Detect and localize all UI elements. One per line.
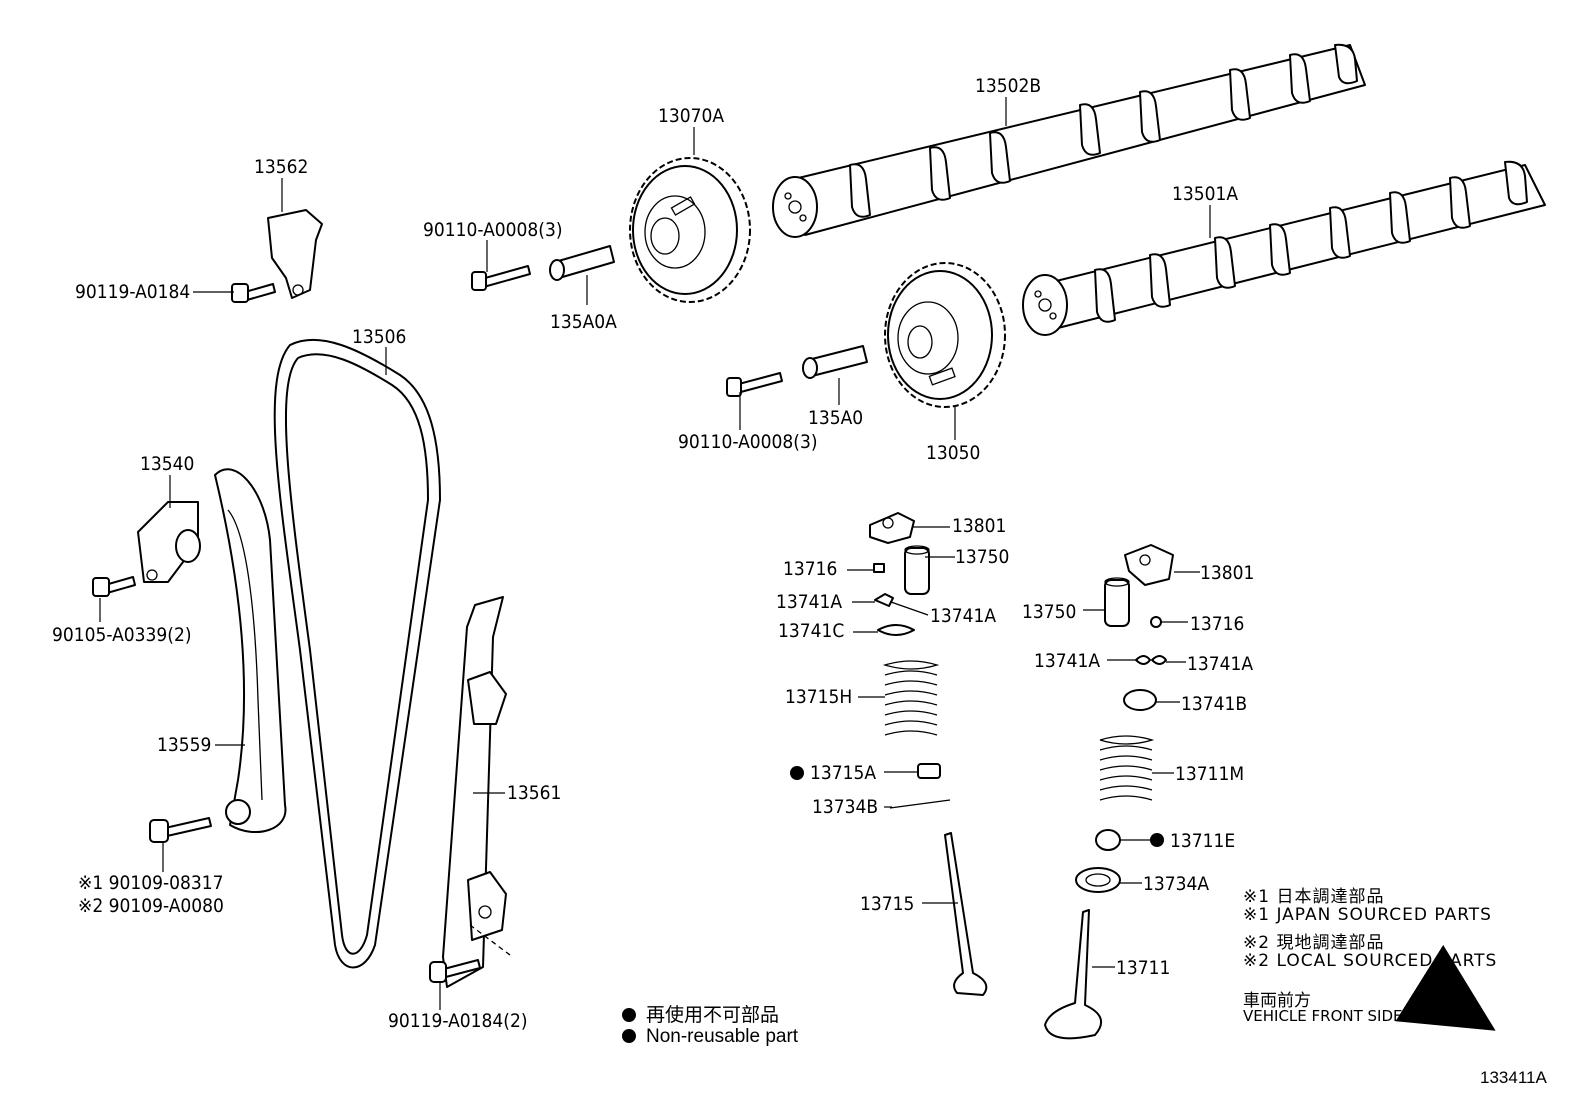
legend-en-text: Non-reusable part <box>646 1026 799 1047</box>
valve-13711 <box>1044 909 1103 1040</box>
bolt-90109 <box>149 817 212 843</box>
valve-135a0a <box>549 245 615 281</box>
label-90105: 90105-A0339(2) <box>52 624 192 646</box>
label-13562: 13562 <box>254 156 308 178</box>
bullet-icon <box>622 1029 636 1043</box>
seal-13715a <box>917 763 941 779</box>
label-135a0: 135A0 <box>808 407 863 429</box>
label-90110-b: 90110-A0008(3) <box>678 431 818 453</box>
label-90110-a: 90110-A0008(3) <box>423 219 563 241</box>
note-local-jp: ※2 現地調達部品 <box>1243 933 1385 953</box>
front-arrow-icon <box>1395 944 1496 1031</box>
illustration-id: 133411A <box>1480 1068 1547 1087</box>
tensioner-13540 <box>137 501 201 583</box>
label-13711e: 13711E <box>1170 830 1235 852</box>
label-13741a-d: 13741A <box>1187 653 1253 675</box>
label-13716-b: 13716 <box>1190 613 1244 635</box>
note-japan-en: ※1 JAPAN SOURCED PARTS <box>1243 905 1492 925</box>
sprocket-13070a <box>629 157 751 303</box>
label-13711: 13711 <box>1116 957 1170 979</box>
sprocket-13050 <box>884 262 1006 408</box>
bolt-90119-a <box>231 283 276 303</box>
label-13750-a: 13750 <box>955 546 1009 568</box>
front-side-jp: 車両前方 <box>1243 991 1311 1011</box>
label-90109-b: ※2 90109-A0080 <box>78 895 224 917</box>
washer-13734a <box>1075 867 1121 893</box>
seal-13711e <box>1095 829 1121 851</box>
bolt-90105 <box>92 576 136 597</box>
valve-135a0 <box>802 345 868 379</box>
legend-en: Non-reusable part <box>622 1026 798 1048</box>
label-13741a-c: 13741A <box>1034 650 1100 672</box>
bolt-90119-b <box>429 959 481 983</box>
bolt-90110-b <box>726 372 783 397</box>
front-side-en: VEHICLE FRONT SIDE <box>1243 1007 1403 1025</box>
spring-13715h <box>882 660 940 736</box>
note-japan-jp: ※1 日本調達部品 <box>1243 887 1385 907</box>
cap-13716-a <box>873 563 885 573</box>
label-13741a-a: 13741A <box>776 591 842 613</box>
label-13734a: 13734A <box>1143 873 1209 895</box>
camshaft-13501a <box>1022 160 1546 336</box>
slipper-13561 <box>442 596 511 988</box>
spring-13711m <box>1099 735 1155 801</box>
label-13540: 13540 <box>140 453 194 475</box>
non-reusable-dot-13711e <box>1150 833 1164 847</box>
label-135a0a: 135A0A <box>550 311 617 333</box>
label-13711m: 13711M <box>1175 763 1244 785</box>
camshaft-13502b <box>772 43 1366 238</box>
leader-lines <box>99 97 1211 1010</box>
label-13715h: 13715H <box>785 686 852 708</box>
legend-jp: 再使用不可部品 <box>622 1000 779 1027</box>
label-90119-b: 90119-A0184(2) <box>388 1010 528 1032</box>
label-13715a: 13715A <box>810 762 876 784</box>
label-90119-a: 90119-A0184 <box>75 281 190 303</box>
key-13741a-a <box>874 593 894 607</box>
label-13070a: 13070A <box>658 105 724 127</box>
note-local-en: ※2 LOCAL SOURCED PARTS <box>1243 951 1498 971</box>
label-13734b: 13734B <box>812 796 878 818</box>
rocker-13801-a <box>869 512 915 544</box>
keys-13741a-b <box>1135 655 1167 665</box>
label-13715: 13715 <box>860 893 914 915</box>
label-13506: 13506 <box>352 326 406 348</box>
bullet-icon <box>622 1008 636 1022</box>
label-90109-a: ※1 90109-08317 <box>78 872 224 894</box>
retainer-13741c <box>877 624 915 636</box>
rocker-13801-b <box>1124 544 1174 586</box>
label-13559: 13559 <box>157 734 211 756</box>
non-reusable-dot-13715a <box>790 766 804 780</box>
label-13741b: 13741B <box>1181 693 1247 715</box>
label-13741c: 13741C <box>778 620 844 642</box>
lash-adjuster-13750-a <box>904 545 930 595</box>
label-13801-a: 13801 <box>952 515 1006 537</box>
label-13750-b: 13750 <box>1022 601 1076 623</box>
retainer-13741b <box>1123 689 1157 711</box>
label-13716-a: 13716 <box>783 558 837 580</box>
legend-jp-text: 再使用不可部品 <box>646 1005 780 1026</box>
label-13502b: 13502B <box>975 75 1041 97</box>
label-13050: 13050 <box>926 442 980 464</box>
chain-13506 <box>273 338 441 969</box>
label-13741a-b: 13741A <box>930 605 996 627</box>
seat-13734b <box>889 799 951 809</box>
label-13801-b: 13801 <box>1200 562 1254 584</box>
label-13501a: 13501A <box>1172 183 1238 205</box>
lash-adjuster-13750-b <box>1104 577 1130 627</box>
guide-13559 <box>214 468 287 834</box>
valve-13715 <box>944 832 988 996</box>
bolt-90110-a <box>471 265 531 291</box>
bracket-13562 <box>267 209 323 299</box>
label-13561: 13561 <box>507 782 561 804</box>
cap-13716-b <box>1150 616 1162 628</box>
part-labels: 13502B 13070A 13562 13501A 90110-A0008(3… <box>52 75 1254 1032</box>
